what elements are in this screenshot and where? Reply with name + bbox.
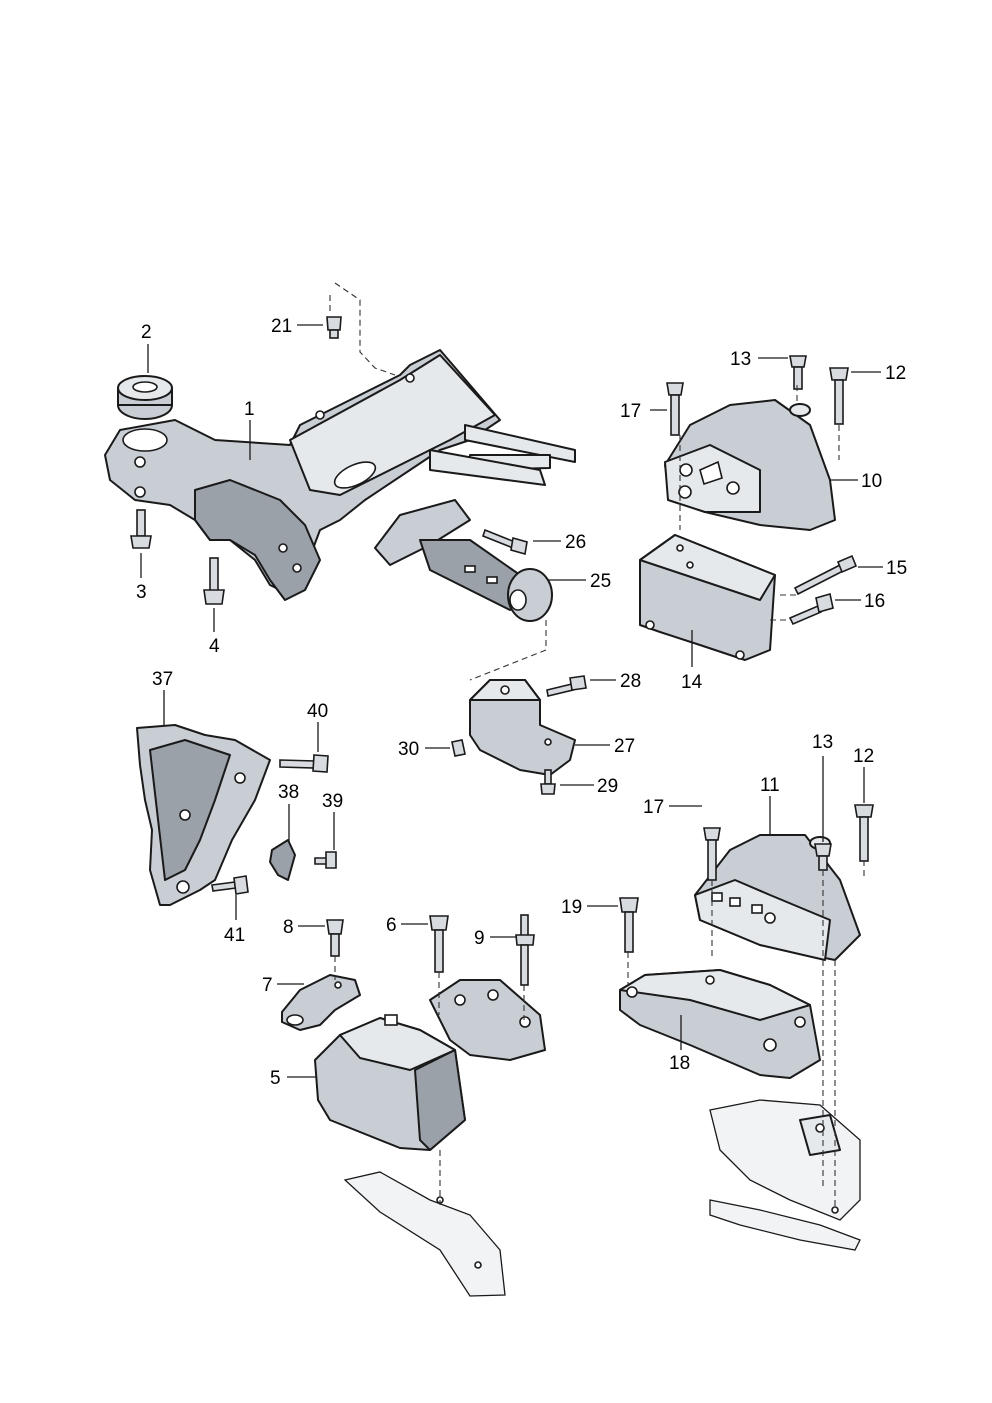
callout-4: 4: [209, 636, 220, 657]
callout-37: 37: [152, 669, 173, 690]
bolt-part-16: [788, 592, 834, 626]
callout-13-lower: 13: [812, 732, 833, 753]
callout-14: 14: [681, 672, 703, 693]
stud-part-9: [515, 914, 535, 986]
callout-5: 5: [270, 1068, 281, 1089]
bolt-part-12-lower: [854, 804, 874, 862]
callout-10: 10: [861, 471, 882, 492]
engine-mount-part-5: [314, 979, 546, 1151]
callout-27: 27: [614, 736, 635, 757]
callout-1: 1: [244, 399, 255, 420]
callout-28: 28: [620, 671, 641, 692]
bolt-part-29: [540, 769, 556, 795]
bolt-part-40: [279, 754, 329, 773]
callout-3: 3: [136, 582, 147, 603]
bolt-part-39: [314, 851, 337, 869]
callout-17-lower: 17: [643, 797, 664, 818]
bolt-part-19: [619, 897, 639, 953]
bolt-part-13-upper: [789, 355, 807, 390]
callout-labels: 1 2 3 4 5 6 7 8 9 10 11 12 12 13 13 14 1…: [136, 316, 907, 1089]
callout-12-lower: 12: [853, 746, 874, 767]
alignment-lines: [329, 282, 865, 1210]
bolt-part-4: [203, 557, 225, 605]
stud-part-15: [793, 554, 858, 596]
torque-rod-part-25: [374, 499, 553, 622]
callout-2: 2: [141, 322, 152, 343]
callout-13-upper: 13: [730, 349, 751, 370]
callout-12-upper: 12: [885, 363, 906, 384]
nut-part-30: [451, 739, 466, 757]
bolt-part-26: [482, 528, 528, 556]
bracket-part-27: [469, 679, 576, 776]
callout-11: 11: [760, 775, 780, 796]
bracket-part-37: [136, 724, 271, 906]
body-panel-lower-right: [709, 1099, 861, 1251]
body-panel-lower-left: [343, 1171, 506, 1297]
callout-29: 29: [597, 776, 618, 797]
bolt-part-13-lower: [814, 843, 832, 871]
bolt-part-6: [429, 915, 449, 973]
bracket-part-7: [281, 974, 361, 1031]
callout-17-upper: 17: [620, 401, 641, 422]
transmission-mount-part-11: [694, 834, 861, 961]
callout-25: 25: [590, 571, 611, 592]
bolt-part-21: [326, 316, 342, 339]
subframe-part-1: [104, 349, 576, 601]
bolt-part-12-upper: [829, 367, 849, 425]
bolt-part-3: [130, 509, 152, 549]
bolt-part-41: [211, 875, 249, 895]
bracket-part-14: [639, 534, 776, 661]
bolt-part-28: [546, 675, 587, 697]
callout-8: 8: [283, 917, 294, 938]
callout-41: 41: [224, 925, 245, 946]
bushing-part-2: [117, 375, 173, 420]
callout-16: 16: [864, 591, 885, 612]
callout-15: 15: [886, 558, 907, 579]
callout-30: 30: [398, 739, 419, 760]
callout-19: 19: [561, 897, 582, 918]
callout-6: 6: [386, 915, 397, 936]
engine-mount-part-10: [664, 399, 836, 531]
callout-21: 21: [271, 316, 292, 337]
bolt-part-17-upper: [666, 382, 684, 436]
callout-40: 40: [307, 701, 328, 722]
callout-26: 26: [565, 532, 586, 553]
bolt-part-8: [326, 919, 344, 957]
callout-7: 7: [262, 975, 273, 996]
leader-lines: [140, 324, 883, 1078]
callout-38: 38: [278, 782, 299, 803]
bracket-part-18: [619, 969, 821, 1079]
callout-18: 18: [669, 1053, 690, 1074]
clip-part-38: [269, 839, 296, 881]
callout-39: 39: [322, 791, 343, 812]
callout-9: 9: [474, 928, 485, 949]
